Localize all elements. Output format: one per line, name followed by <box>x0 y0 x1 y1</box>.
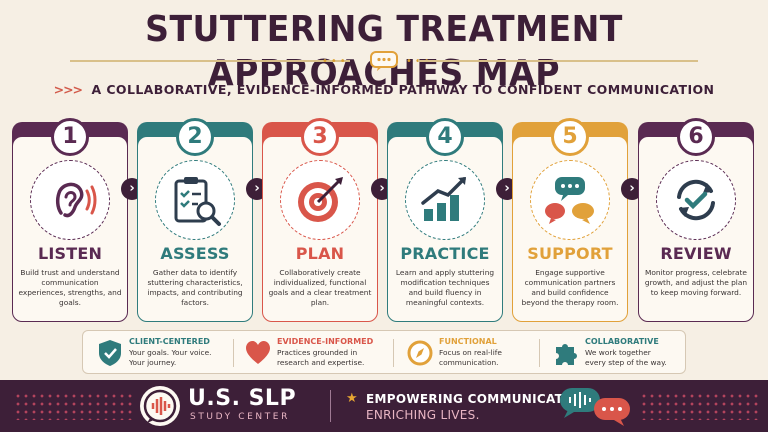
step-name: REVIEW <box>660 244 732 263</box>
chat-bubble-icon <box>370 51 398 71</box>
tagline-primary: EMPOWERING COMMUNICATORS. <box>366 392 597 406</box>
logo-title: U.S. SLP <box>188 386 297 411</box>
title-divider-right <box>418 60 698 62</box>
divider-dots-right: ••• <box>406 56 433 67</box>
footer-separator <box>330 390 331 422</box>
core-values-bar: CLIENT-CENTERED Your goals. Your voice.Y… <box>82 330 686 374</box>
refresh-check-icon <box>677 179 715 221</box>
value-title: CLIENT-CENTERED <box>129 337 210 346</box>
step-description: Gather data to identify stuttering chara… <box>147 268 243 307</box>
compass-icon <box>407 340 433 366</box>
heart-icon <box>246 341 270 364</box>
logo-badge <box>140 386 180 426</box>
step-name: LISTEN <box>37 244 103 263</box>
growth-chart-icon <box>421 177 466 221</box>
speech-bubbles-icon <box>545 177 594 224</box>
value-separator <box>233 339 234 367</box>
step-card-review: 6 REVIEW Monitor progress, celebrate gro… <box>638 118 754 322</box>
step-arrow-5: › <box>621 178 643 200</box>
step-number: 6 <box>677 118 715 156</box>
step-card-listen: 1 LISTEN Build trust and understand comm… <box>12 118 128 322</box>
value-separator <box>393 339 394 367</box>
star-icon: ★ <box>346 391 358 406</box>
footer-dots-left <box>14 392 134 420</box>
value-description: Your goals. Your voice.Your journey. <box>129 348 212 367</box>
divider-dots-left: ••• <box>322 56 349 67</box>
step-description: Monitor progress, celebrate growth, and … <box>644 268 748 297</box>
step-name: ASSESS <box>160 244 230 263</box>
step-card-plan: 3 PLAN Collaboratively create individual… <box>262 118 378 322</box>
step-number: 4 <box>426 118 464 156</box>
footer-banner: U.S. SLP STUDY CENTER ★ EMPOWERING COMMU… <box>0 380 768 432</box>
step-card-practice: 4 PRACTICE Learn and apply stuttering mo… <box>387 118 503 322</box>
steps-row: 1 LISTEN Build trust and understand comm… <box>12 118 756 322</box>
step-description: Build trust and understand communication… <box>18 268 122 307</box>
step-description: Engage supportive communication partners… <box>521 268 619 307</box>
puzzle-icon <box>556 344 577 365</box>
clipboard-magnifier-icon <box>174 177 221 226</box>
step-description: Learn and apply stuttering modification … <box>395 268 495 307</box>
value-separator <box>539 339 540 367</box>
logo-subtitle: STUDY CENTER <box>190 412 290 422</box>
value-title: COLLABORATIVE <box>585 337 659 346</box>
step-description: Collaboratively create individualized, f… <box>268 268 372 307</box>
ear-icon <box>55 182 97 218</box>
footer-dots-right <box>640 392 760 420</box>
target-icon <box>298 177 343 222</box>
chat-wave-bubbles-icon <box>560 388 630 426</box>
shield-check-icon <box>99 340 121 366</box>
tagline-secondary: ENRICHING LIVES. <box>366 408 480 422</box>
value-title: FUNCTIONAL <box>439 337 497 346</box>
step-number: 1 <box>51 118 89 156</box>
step-card-assess: 2 ASSESS Gather data to identify stutter… <box>137 118 253 322</box>
step-name: SUPPORT <box>527 244 613 263</box>
step-number: 5 <box>551 118 589 156</box>
step-icon-ring <box>656 160 736 240</box>
step-icon-ring <box>530 160 610 240</box>
title-divider-left <box>70 60 350 62</box>
step-name: PRACTICE <box>400 244 490 263</box>
step-icon-ring <box>280 160 360 240</box>
speech-wave-icon <box>143 389 177 423</box>
step-icon-ring <box>30 160 110 240</box>
step-card-support: 5 SUPPORT Engage supportive communicatio… <box>512 118 628 322</box>
value-title: EVIDENCE-INFORMED <box>277 337 374 346</box>
subtitle-chevrons: >>> <box>53 82 83 97</box>
step-icon-ring <box>155 160 235 240</box>
subtitle-text: A COLLABORATIVE, EVIDENCE-INFORMED PATHW… <box>91 82 715 97</box>
step-icon-ring <box>405 160 485 240</box>
step-name: PLAN <box>295 244 345 263</box>
subtitle: >>> A COLLABORATIVE, EVIDENCE-INFORMED P… <box>0 82 768 97</box>
step-number: 3 <box>301 118 339 156</box>
step-number: 2 <box>176 118 214 156</box>
